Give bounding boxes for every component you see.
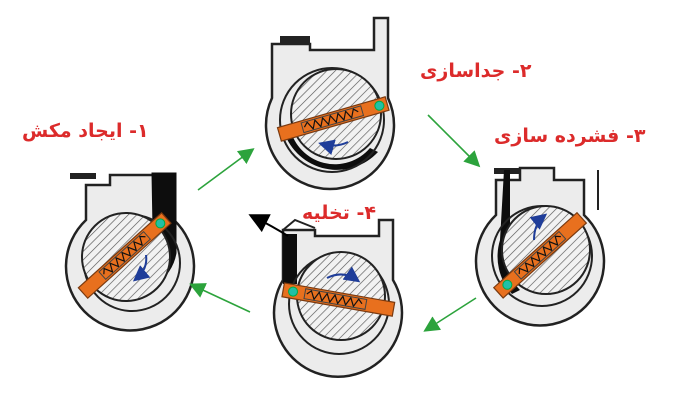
pump-stage-3 bbox=[474, 166, 606, 327]
pump-stage-4 bbox=[272, 218, 404, 378]
flow-arrow-2-to-3 bbox=[427, 114, 481, 168]
exhaust-arrow bbox=[248, 214, 289, 237]
stage-3-label: ۳- فشرده سازی bbox=[494, 125, 646, 147]
stage-1-label: ۱- ایجاد مکش bbox=[22, 120, 149, 142]
flow-arrow-3-to-4 bbox=[423, 297, 477, 332]
stage-2-label: ۲- جداسازی bbox=[420, 60, 532, 82]
flow-arrow-4-to-1 bbox=[189, 283, 251, 313]
stage-4-label: ۴- تخلیه bbox=[302, 202, 376, 224]
pump-stage-2 bbox=[264, 16, 396, 191]
flow-arrow-1-to-2 bbox=[197, 148, 255, 191]
pump-stage-1 bbox=[64, 172, 196, 332]
